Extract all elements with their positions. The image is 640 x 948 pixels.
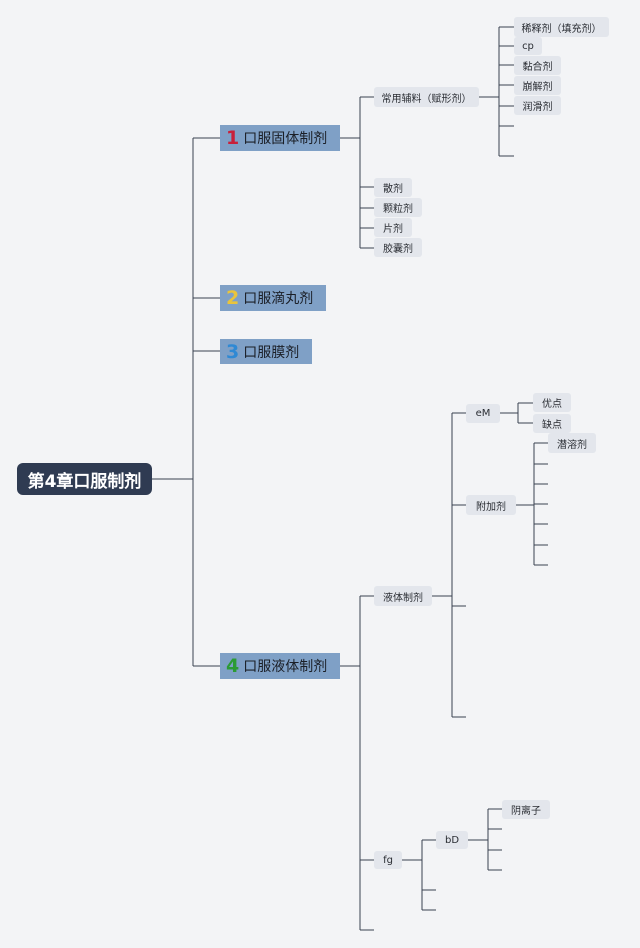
node-disintegrant[interactable]: 崩解剂 [514,76,561,95]
node-label: eM [475,408,491,419]
node-cp[interactable]: cp [514,37,542,55]
node-label: 崩解剂 [522,82,553,93]
node-label: 润滑剂 [522,102,553,113]
node-label: cp [522,40,534,52]
node-label: 附加剂 [476,501,506,513]
node-em[interactable]: eM [466,404,500,423]
node-powder[interactable]: 散剂 [374,178,412,197]
branch-number: 4 [226,655,240,677]
node-label: 稀释剂（填充剂） [521,23,602,35]
node-capsules[interactable]: 胶囊剂 [374,238,422,257]
node-label: 潜溶剂 [557,439,587,451]
node-label: fg [383,854,393,866]
branch-oral-liquid[interactable]: 4 口服液体制剂 [220,653,340,679]
node-binder[interactable]: 黏合剂 [514,56,561,75]
node-label: 优点 [542,399,562,410]
branch-label: 口服膜剂 [243,344,300,361]
branch-label: 口服液体制剂 [243,659,328,675]
node-label: 胶囊剂 [383,244,413,255]
node-lubricant[interactable]: 润滑剂 [514,96,561,115]
branch-label: 口服滴丸剂 [243,291,314,307]
node-disadvantages[interactable]: 缺点 [533,414,571,433]
branch-label: 口服固体制剂 [243,131,328,147]
branch-oral-dropping-pills[interactable]: 2 口服滴丸剂 [220,285,326,311]
node-fg[interactable]: fg [374,851,402,869]
node-label: 缺点 [542,420,562,431]
branch-number: 2 [226,287,240,309]
node-anion[interactable]: 阴离子 [502,800,550,819]
node-additives[interactable]: 附加剂 [466,495,516,515]
node-label: 黏合剂 [522,62,553,73]
node-bd[interactable]: bD [436,831,468,849]
node-label: bD [444,834,460,846]
node-label: 阴离子 [511,806,541,817]
node-advantages[interactable]: 优点 [533,393,571,412]
node-label: 颗粒剂 [383,204,413,215]
branch-oral-solid[interactable]: 1 口服固体制剂 [220,125,340,151]
branch-oral-film[interactable]: 3 口服膜剂 [220,339,312,364]
branch-number: 3 [226,340,240,363]
node-cosolvent[interactable]: 潜溶剂 [548,433,596,453]
node-granules[interactable]: 颗粒剂 [374,198,422,217]
node-tablets[interactable]: 片剂 [374,218,412,237]
node-common-excipients[interactable]: 常用辅料（赋形剂） [374,87,479,107]
node-diluent[interactable]: 稀释剂（填充剂） [514,17,609,37]
node-label: 片剂 [383,224,403,235]
node-label: 散剂 [383,184,403,195]
root-topic-label: 第4章口服制剂 [27,471,142,492]
node-liquid-preparations[interactable]: 液体制剂 [374,586,432,606]
node-label: 液体制剂 [383,592,423,604]
node-label: 常用辅料（赋形剂） [381,93,472,105]
root-topic[interactable]: 第4章口服制剂 [17,463,152,495]
branch-number: 1 [226,127,240,149]
